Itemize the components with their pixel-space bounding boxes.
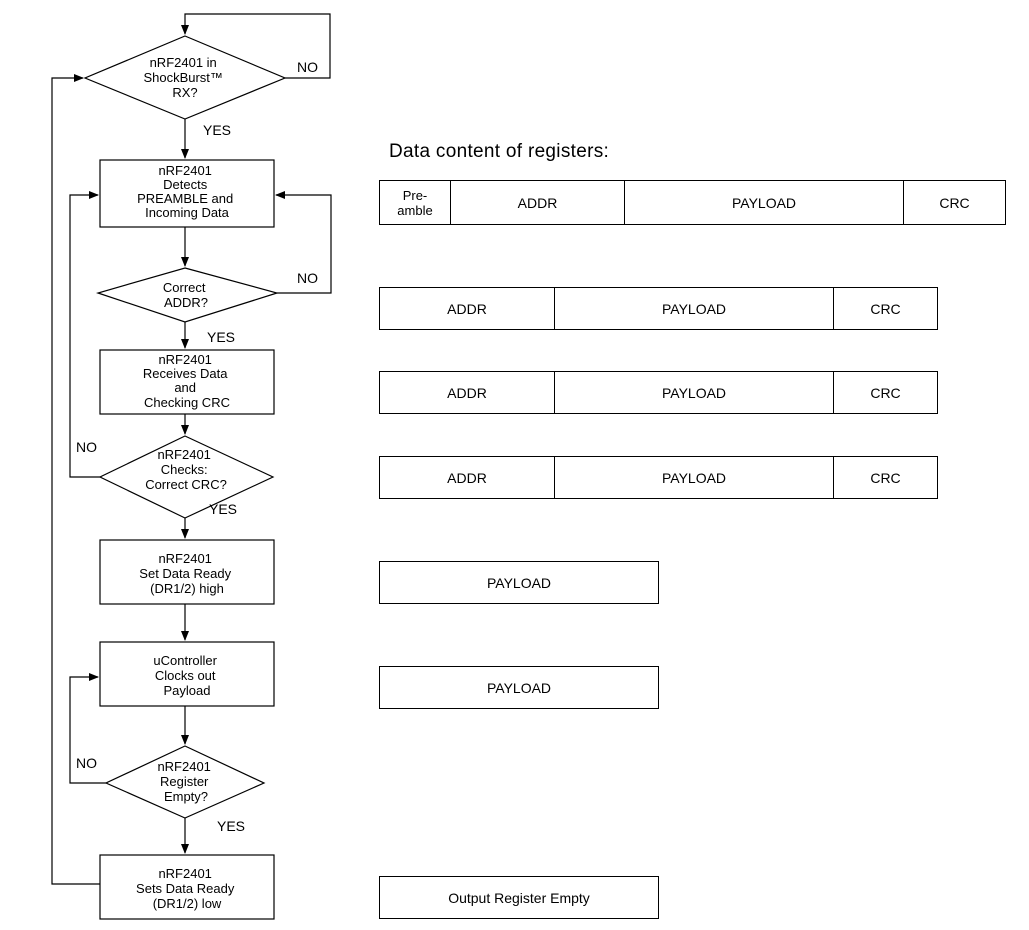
register-row-2: ADDR PAYLOAD CRC — [379, 287, 938, 330]
register-cell-crc: CRC — [903, 181, 1005, 224]
register-row-5: PAYLOAD — [379, 561, 659, 604]
detect-text: nRF2401 Detects PREAMBLE and Incoming Da… — [137, 163, 237, 220]
detect-box — [99, 159, 275, 228]
rx-yes-label: YES — [203, 122, 231, 138]
addr-no-loop — [275, 191, 332, 294]
set-dr-high-box — [99, 539, 275, 605]
register-cell-payload: PAYLOAD — [486, 574, 552, 591]
register-cell-payload: PAYLOAD — [554, 457, 833, 498]
register-cell-addr: ADDR — [447, 300, 487, 317]
register-cell-addr: ADDR — [447, 469, 487, 486]
crc-no-label: NO — [76, 439, 97, 455]
set-dr-low-text: nRF2401 Sets Data Ready (DR1/2) low — [136, 866, 238, 911]
clock-out-text: uController Clocks out Payload — [153, 653, 220, 698]
reg-yes-label: YES — [217, 818, 245, 834]
registers-heading: Data content of registers: — [389, 141, 610, 162]
register-cell-crc: CRC — [833, 288, 937, 329]
addr-check-text: Correct ADDR? — [163, 280, 209, 310]
register-cell-payload: PAYLOAD — [624, 181, 903, 224]
addr-yes-label: YES — [207, 329, 235, 345]
reg-no-loop — [69, 673, 106, 784]
addr-no-label: NO — [297, 270, 318, 286]
register-cell-addr: ADDR — [447, 384, 487, 401]
clock-out-box — [99, 641, 275, 707]
rx-no-loop — [181, 13, 331, 79]
register-row-3: ADDR PAYLOAD CRC — [379, 371, 938, 414]
register-cell-payload: PAYLOAD — [486, 679, 552, 696]
reg-no-label: NO — [76, 755, 97, 771]
register-row-4: ADDR PAYLOAD CRC — [379, 456, 938, 499]
register-row-6: PAYLOAD — [379, 666, 659, 709]
reg-empty-text: nRF2401 Register Empty? — [157, 759, 214, 804]
crc-yes-label: YES — [209, 501, 237, 517]
crc-no-loop — [69, 191, 100, 478]
crc-check-text: nRF2401 Checks: Correct CRC? — [145, 447, 227, 492]
register-cell-crc: CRC — [833, 457, 937, 498]
register-cell-output-empty: Output Register Empty — [448, 889, 590, 906]
register-row-7: Output Register Empty — [379, 876, 659, 919]
set-dr-high-text: nRF2401 Set Data Ready (DR1/2) high — [139, 551, 234, 596]
register-cell-preamble: Pre- amble — [397, 187, 433, 218]
register-cell-payload: PAYLOAD — [554, 288, 833, 329]
rx-check-text: nRF2401 in ShockBurst™ RX? — [143, 55, 226, 100]
main-return-loop — [51, 74, 100, 885]
receive-box — [99, 349, 275, 415]
register-cell-addr: ADDR — [450, 181, 624, 224]
receive-text: nRF2401 Receives Data and Checking CRC — [143, 352, 231, 410]
register-cell-payload: PAYLOAD — [554, 372, 833, 413]
register-row-1: Pre- amble ADDR PAYLOAD CRC — [379, 180, 1006, 225]
rx-no-label: NO — [297, 59, 318, 75]
set-dr-low-box — [99, 854, 275, 920]
register-cell-crc: CRC — [833, 372, 937, 413]
